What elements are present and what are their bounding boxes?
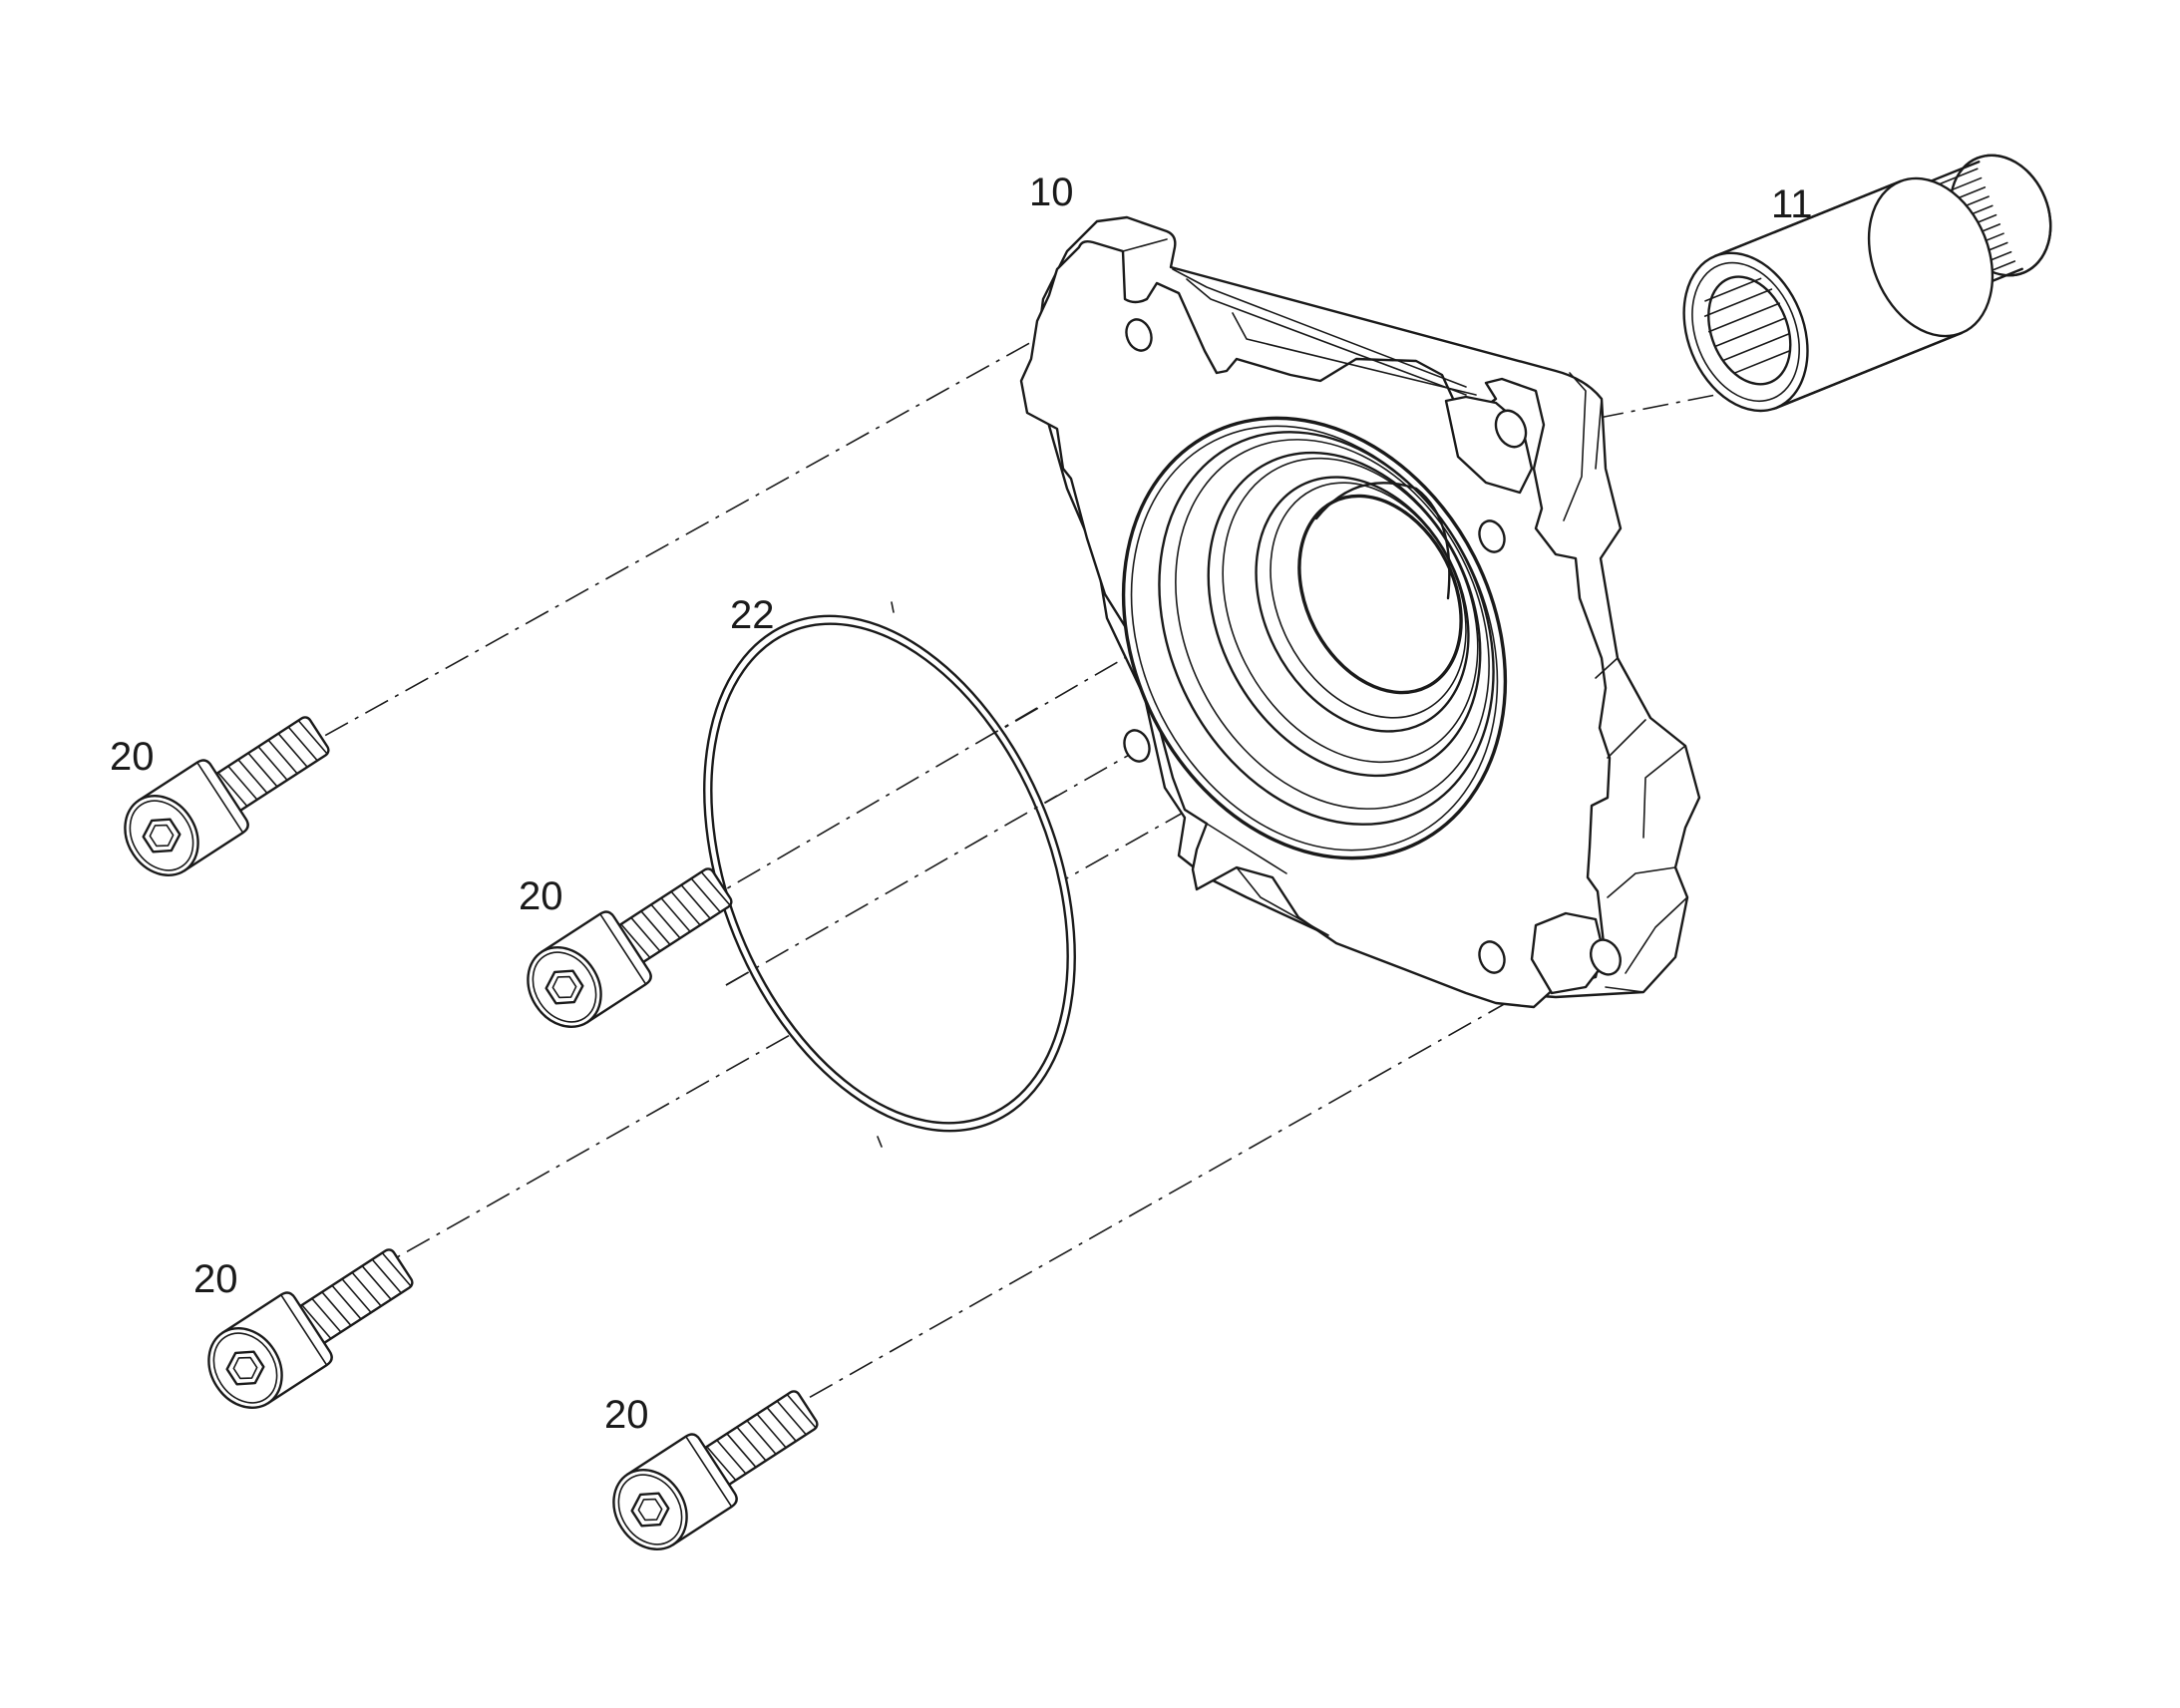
o-ring-icon xyxy=(703,601,1076,1148)
callout-22: 22 xyxy=(730,593,775,637)
callout-20-bottom: 20 xyxy=(604,1393,649,1437)
flange-housing-icon xyxy=(1019,215,1701,1009)
socket-head-cap-screw-icon-1 xyxy=(109,697,343,890)
callout-10: 10 xyxy=(1029,171,1074,214)
axis-over-ring xyxy=(697,707,1058,986)
callout-20-middle: 20 xyxy=(519,874,563,918)
callout-11: 11 xyxy=(1771,182,1813,226)
callout-20-lower-left: 20 xyxy=(193,1257,238,1301)
splined-coupling-sleeve-icon xyxy=(1682,154,2052,413)
callout-20-top-left: 20 xyxy=(110,735,155,779)
